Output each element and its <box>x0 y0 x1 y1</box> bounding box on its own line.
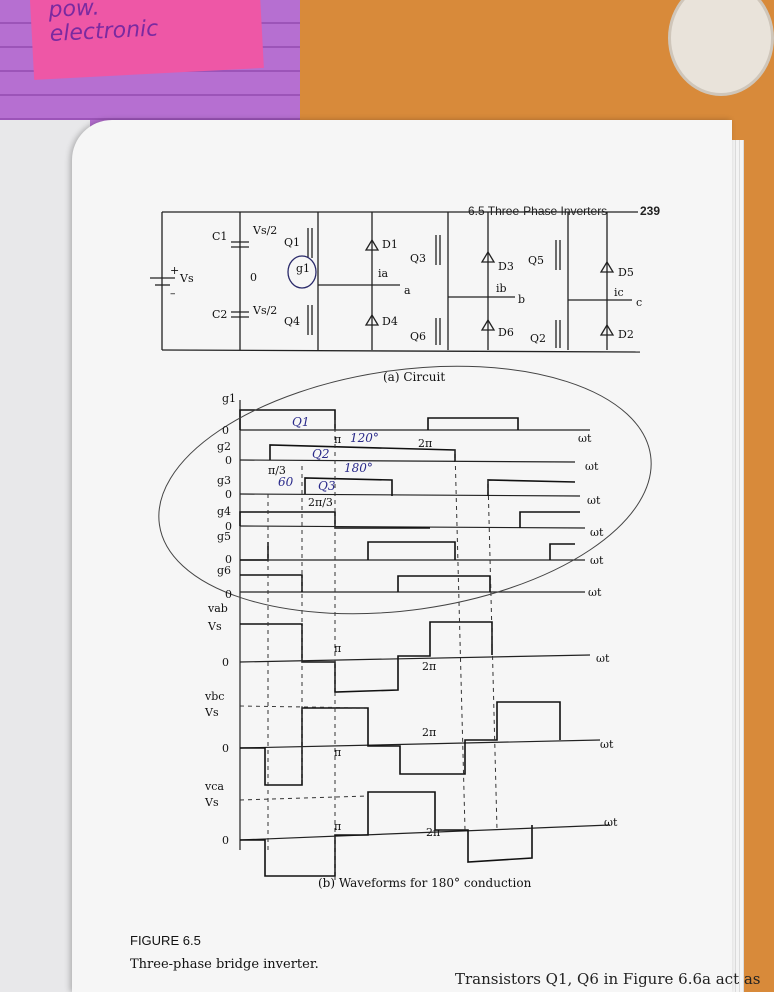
note-q3: Q3 <box>318 479 336 493</box>
pi-label-vbc: π <box>334 746 341 759</box>
label-vbc-level: Vs <box>204 706 219 719</box>
label-ic: ic <box>614 286 624 299</box>
bottom-text: Transistors Q1, Q6 in Figure 6.6a act as <box>455 970 761 988</box>
label-g6-row: g6 <box>217 564 231 577</box>
figure-label: FIGURE 6.5 <box>130 933 201 948</box>
label-d4: D4 <box>382 315 398 328</box>
waveform-axes <box>239 400 611 850</box>
figure-title: Three-phase bridge inverter. <box>130 957 319 972</box>
pi-over-3-label: π/3 <box>268 464 286 477</box>
label-d3: D3 <box>498 260 514 273</box>
omega-t-6: ωt <box>588 586 602 599</box>
label-q5: Q5 <box>528 254 544 267</box>
label-vab-level: Vs <box>207 620 222 633</box>
label-c: c <box>636 296 642 309</box>
handwritten-ellipse <box>158 365 652 615</box>
label-zero-vab: 0 <box>222 656 229 669</box>
note-q1: Q1 <box>292 415 309 429</box>
label-g2-row: g2 <box>217 440 231 453</box>
label-zero-g6: 0 <box>225 588 232 601</box>
label-plus: + <box>170 264 179 277</box>
section-header: 6.5 Three-Phase Inverters <box>468 204 608 218</box>
two-pi-over-3-label: 2π/3 <box>308 496 333 509</box>
waveform-labels: g1 0 g2 0 g3 0 g4 0 g5 0 g6 0 vab Vs 0 v… <box>204 392 618 847</box>
omega-t-vbc: ωt <box>600 738 614 751</box>
label-zero: 0 <box>250 271 257 284</box>
label-q4: Q4 <box>284 315 300 328</box>
label-g3-row: g3 <box>217 474 231 487</box>
label-vs-half-bottom: Vs/2 <box>252 304 277 317</box>
two-pi-label-g1: 2π <box>418 437 432 450</box>
label-vs: Vs <box>179 272 194 285</box>
omega-t-2: ωt <box>585 460 599 473</box>
label-q3: Q3 <box>410 252 426 265</box>
two-pi-label-vab: 2π <box>422 660 436 673</box>
handwritten-circle-g1 <box>287 255 317 289</box>
label-vs-half-top: Vs/2 <box>252 224 277 237</box>
label-g4-row: g4 <box>217 505 231 518</box>
label-d1: D1 <box>382 238 398 251</box>
label-zero-g2: 0 <box>225 454 232 467</box>
label-g1-row: g1 <box>222 392 236 405</box>
omega-t-3: ωt <box>587 494 601 507</box>
note-120: 120° <box>350 431 379 445</box>
pi-label-vca: π <box>334 820 341 833</box>
label-vca: vca <box>204 780 224 793</box>
label-a: a <box>404 284 411 297</box>
dish-object <box>668 0 774 96</box>
handwritten-notes: Q1 120° Q2 180° 60 Q3 <box>278 415 379 493</box>
label-vbc: vbc <box>204 690 224 703</box>
label-zero-vbc: 0 <box>222 742 229 755</box>
label-d6: D6 <box>498 326 514 339</box>
label-q6: Q6 <box>410 330 426 343</box>
two-pi-label-vbc: 2π <box>422 726 436 739</box>
label-zero-g4: 0 <box>225 520 232 533</box>
omega-t-1: ωt <box>578 432 592 445</box>
dashed-guides <box>239 420 498 880</box>
label-g5-row: g5 <box>217 530 231 543</box>
circuit-labels: C1 C2 Vs + – Vs/2 Vs/2 0 Q1 Q4 g1 D1 D4 … <box>170 224 642 345</box>
omega-t-5: ωt <box>590 554 604 567</box>
label-vca-level: Vs <box>204 796 219 809</box>
label-d2: D2 <box>618 328 634 341</box>
note-q2: Q2 <box>312 447 329 461</box>
figure-drawing: C1 C2 Vs + – Vs/2 Vs/2 0 Q1 Q4 g1 D1 D4 … <box>150 211 652 880</box>
label-q1: Q1 <box>284 236 300 249</box>
label-q2: Q2 <box>530 332 546 345</box>
label-zero-g3: 0 <box>225 488 232 501</box>
pi-label-vab: π <box>334 642 341 655</box>
two-pi-label-vca: 2π <box>426 826 440 839</box>
omega-t-vab: ωt <box>596 652 610 665</box>
omega-t-vca: ωt <box>604 816 618 829</box>
waveform-caption: (b) Waveforms for 180° conduction <box>318 876 532 890</box>
pi-label-g1: π <box>334 433 341 446</box>
note-180: 180° <box>344 461 373 475</box>
circuit-diagram <box>150 211 641 353</box>
circuit-caption: (a) Circuit <box>383 370 446 384</box>
label-zero-vca: 0 <box>222 834 229 847</box>
omega-t-4: ωt <box>590 526 604 539</box>
label-c2: C2 <box>212 308 227 321</box>
label-g1: g1 <box>296 262 310 275</box>
label-ia: ia <box>378 267 389 280</box>
label-zero-g5: 0 <box>225 553 232 566</box>
label-vab: vab <box>207 602 228 615</box>
label-c1: C1 <box>212 230 227 243</box>
page-number: 239 <box>640 204 661 218</box>
label-minus: – <box>170 287 176 300</box>
label-ib: ib <box>496 282 507 295</box>
label-b: b <box>518 293 525 306</box>
book-page <box>72 120 732 992</box>
label-zero-g1: 0 <box>222 424 229 437</box>
label-d5: D5 <box>618 266 634 279</box>
note-60: 60 <box>278 475 294 489</box>
